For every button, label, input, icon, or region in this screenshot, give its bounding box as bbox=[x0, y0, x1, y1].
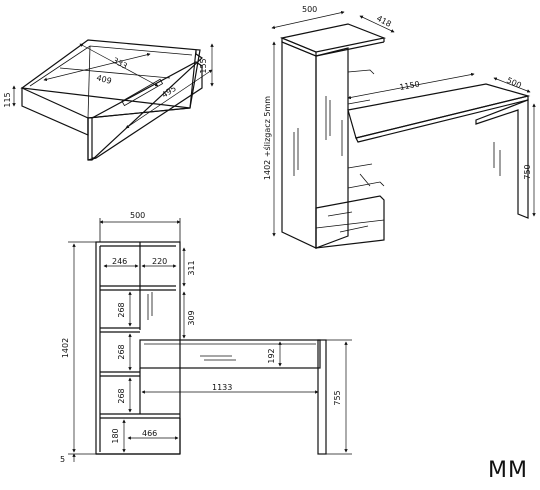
svg-text:192: 192 bbox=[267, 348, 276, 363]
svg-text:418: 418 bbox=[375, 14, 393, 29]
svg-text:1133: 1133 bbox=[212, 383, 232, 392]
dim-right-space: 309 bbox=[182, 291, 196, 339]
svg-text:495: 495 bbox=[160, 84, 178, 100]
svg-text:268: 268 bbox=[117, 344, 126, 359]
drawer-body bbox=[20, 39, 203, 161]
svg-text:500: 500 bbox=[130, 211, 145, 220]
dim-left-column: 246 bbox=[103, 257, 139, 268]
dim-iso-top-depth: 418 bbox=[359, 14, 395, 33]
dim-front-width: 500 bbox=[99, 211, 181, 242]
front-view: 500 246 220 311 309 268 268 bbox=[60, 211, 352, 464]
dim-foot: 5 bbox=[60, 453, 76, 464]
dim-iso-desk-length: 1150 bbox=[347, 72, 475, 100]
svg-text:466: 466 bbox=[142, 429, 157, 438]
svg-text:409: 409 bbox=[95, 73, 112, 86]
dim-drawer-depth: 333 bbox=[79, 43, 159, 87]
dim-shelf-3: 268 bbox=[117, 377, 132, 413]
svg-text:246: 246 bbox=[112, 257, 127, 266]
svg-text:311: 311 bbox=[187, 260, 196, 275]
svg-text:1402: 1402 bbox=[61, 338, 70, 358]
dim-drawer-length: 495 bbox=[125, 69, 213, 129]
svg-text:755: 755 bbox=[333, 390, 342, 405]
dim-drawer-height: 115 bbox=[3, 85, 16, 108]
svg-text:220: 220 bbox=[152, 257, 167, 266]
svg-text:1402 +ślizgacz 5mm: 1402 +ślizgacz 5mm bbox=[262, 96, 272, 180]
dim-iso-desk-height: 750 bbox=[523, 103, 536, 217]
dim-shelf-1: 268 bbox=[117, 291, 132, 327]
drawer-view: 115 333 409 495 155 bbox=[3, 39, 214, 161]
svg-text:268: 268 bbox=[117, 302, 126, 317]
dim-iso-total-height: 1402 +ślizgacz 5mm bbox=[262, 41, 276, 237]
iso-view: 500 418 1150 500 1402 +ślizgacz 5mm 750 bbox=[262, 5, 536, 249]
svg-text:268: 268 bbox=[117, 388, 126, 403]
dim-desk-length: 1133 bbox=[141, 383, 319, 394]
dim-front-total-height: 1402 bbox=[61, 241, 96, 455]
dim-bottom-shelf: 180 bbox=[111, 419, 126, 453]
dim-right-column: 220 bbox=[141, 257, 177, 268]
dim-desk-board: 192 bbox=[267, 341, 282, 367]
dim-iso-top-width: 500 bbox=[271, 5, 345, 30]
dim-upper-shelf: 311 bbox=[182, 247, 196, 287]
svg-text:500: 500 bbox=[302, 5, 317, 14]
svg-text:155: 155 bbox=[199, 58, 208, 73]
svg-text:750: 750 bbox=[523, 164, 532, 179]
svg-text:5: 5 bbox=[60, 455, 65, 464]
svg-text:115: 115 bbox=[3, 92, 12, 107]
dim-base-length: 466 bbox=[127, 429, 179, 440]
dim-drawer-width: 409 bbox=[43, 52, 151, 86]
svg-text:180: 180 bbox=[111, 428, 120, 443]
dim-drawer-front-height: 155 bbox=[199, 43, 214, 87]
svg-text:1150: 1150 bbox=[399, 80, 421, 92]
brand-logo-text: MM bbox=[488, 458, 528, 483]
dim-iso-desk-depth: 500 bbox=[493, 76, 531, 93]
svg-text:309: 309 bbox=[187, 310, 196, 325]
dim-desk-height: 755 bbox=[326, 339, 352, 455]
dim-shelf-2: 268 bbox=[117, 333, 132, 371]
